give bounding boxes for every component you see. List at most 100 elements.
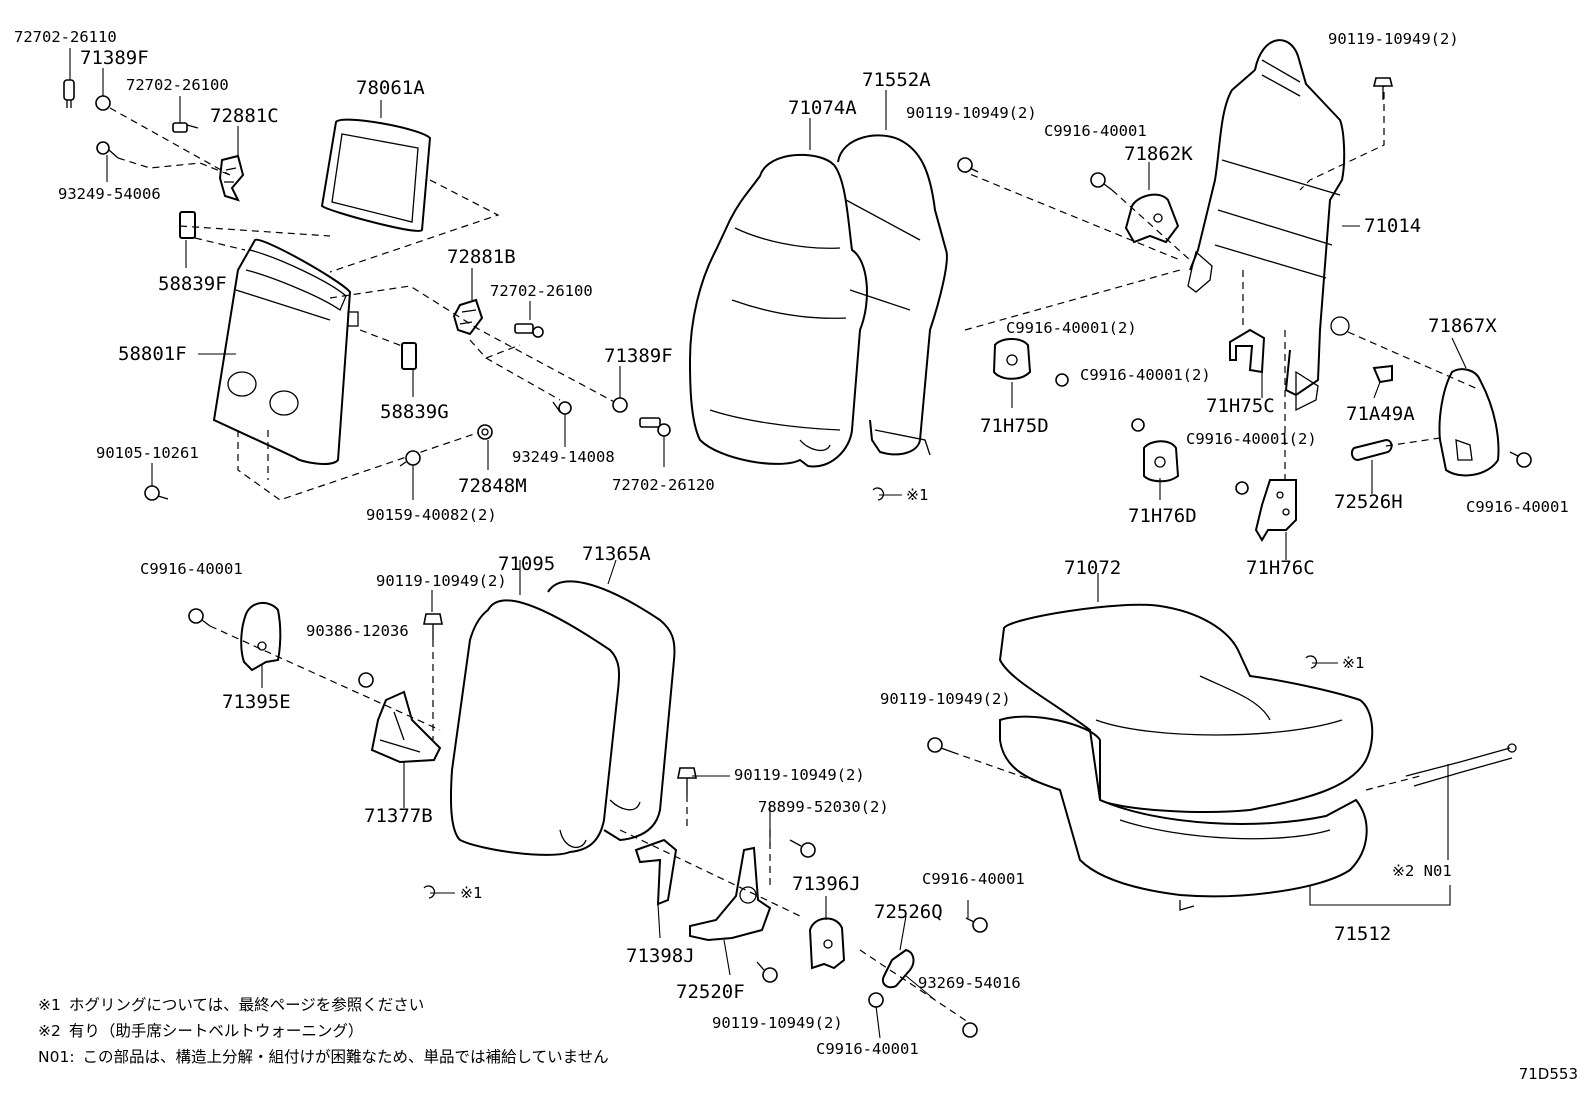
bolt-C9916-2c (1235, 481, 1249, 495)
bolt-C9916-bb (868, 992, 884, 1008)
cushion-pad-71512 (999, 715, 1368, 911)
bolt-93249-14008 (552, 401, 572, 415)
bolt-90119-10949-bb (756, 961, 778, 983)
clip-71A49A (1372, 364, 1393, 384)
bolt-C9916-2b (1131, 418, 1145, 432)
cover-71395E (240, 602, 282, 672)
bolt-93249-54006 (96, 141, 119, 159)
bolt-90119-10949-br (927, 737, 953, 753)
label-71396J: 71396J (792, 873, 861, 895)
label-72520F: 72520F (676, 981, 745, 1003)
hog-ring-marker-1 (872, 487, 902, 501)
footnote-2-mark: ※2 (38, 1022, 61, 1040)
footnote-1-mark: ※1 (38, 996, 61, 1014)
cushion-cover-71072 (998, 603, 1374, 813)
tab-58839G (401, 342, 417, 370)
label-71074A: 71074A (788, 97, 857, 119)
label-ring-3: ※1 (1342, 654, 1364, 672)
label-90119-10949-tr: 90119-10949(2) (1328, 30, 1459, 48)
label-C9916-2b: C9916-40001(2) (1080, 366, 1211, 384)
bolt-90119-10949-top (957, 157, 979, 173)
footnote-1-text: ホグリングについては、最終ページを参照ください (68, 996, 425, 1014)
bracket-71H75C (1229, 328, 1266, 374)
label-71395E: 71395E (222, 691, 291, 713)
label-C9916-bb: C9916-40001 (816, 1040, 919, 1058)
label-C9916-r: C9916-40001 (1466, 498, 1569, 516)
label-93249-14008: 93249-14008 (512, 448, 615, 466)
footnote-2-text: 有り（助手席シートベルトウォーニング） (68, 1022, 364, 1040)
label-C9916-2c: C9916-40001(2) (1186, 430, 1317, 448)
label-72526H: 72526H (1334, 491, 1403, 513)
label-90119-10949-top: 90119-10949(2) (906, 104, 1037, 122)
label-71H76D: 71H76D (1128, 505, 1197, 527)
part-labels: 72702-26110 71389F 72702-26100 72881C 78… (14, 28, 1569, 1058)
bolt-72702-26120 (639, 417, 671, 437)
label-90119-10949-ml: 90119-10949(2) (376, 572, 507, 590)
label-72702-26100-a: 72702-26100 (126, 76, 229, 94)
bracket-72881B (452, 298, 484, 336)
sensor-harness (1405, 743, 1517, 787)
label-71095: 71095 (498, 553, 555, 575)
label-90105-10261: 90105-10261 (96, 444, 199, 462)
cover-71396J (808, 917, 846, 970)
lower-center-group (619, 767, 988, 1038)
bolt-90119-10949-tr (1372, 77, 1394, 100)
label-71H75D: 71H75D (980, 415, 1049, 437)
bolt-90105-10261 (144, 485, 169, 501)
label-C9916-bm: C9916-40001 (922, 870, 1025, 888)
bolt-78899-52030 (789, 839, 816, 858)
label-72881B: 72881B (447, 246, 516, 268)
label-71867X: 71867X (1428, 315, 1497, 337)
bolt-72702-26110 (63, 79, 75, 108)
nut-71389F-b (612, 397, 628, 413)
lower-left-group (188, 580, 676, 899)
bracket-72520F (689, 846, 772, 942)
bolt-C9916-bm (965, 917, 988, 933)
label-58839G: 58839G (380, 401, 449, 423)
label-90119-10949-br: 90119-10949(2) (880, 690, 1011, 708)
lever-72526H (1350, 438, 1393, 462)
label-N01: ※2 N01 (1392, 862, 1452, 880)
label-71072: 71072 (1064, 557, 1121, 579)
label-72526Q: 72526Q (874, 901, 943, 923)
cover-71H75D (992, 338, 1032, 380)
label-71398J: 71398J (626, 945, 695, 967)
label-C9916-2a: C9916-40001(2) (1006, 319, 1137, 337)
footnote-3-mark: N01: (38, 1048, 75, 1066)
label-71H75C: 71H75C (1206, 395, 1275, 417)
footnote-3: N01: この部品は、構造上分解・組付けが困難なため、単品では補給していません (38, 1044, 617, 1070)
bolt-90119-10949-bm (677, 767, 697, 795)
tab-58839F (179, 211, 196, 239)
seatback-frame-group (957, 39, 1532, 542)
leader-lines (69, 48, 1467, 1039)
seatback-58801F (212, 238, 359, 465)
bolt-72702-26100-a (172, 122, 199, 133)
seatback-pad-71552A (837, 134, 948, 456)
bolt-C9916-r (1509, 451, 1532, 468)
seatback-cover-group (688, 134, 948, 501)
label-90386-12036: 90386-12036 (306, 622, 409, 640)
footnote-1: ※1 ホグリングについては、最終ページを参照ください (38, 992, 617, 1018)
footnote-2: ※2 有り（助手席シートベルトウォーニング） (38, 1018, 617, 1044)
bracket-71377B (370, 690, 442, 764)
label-72702-26120: 72702-26120 (612, 476, 715, 494)
bracket-71398J (634, 838, 678, 906)
diagram-code: 71D553 (1518, 1065, 1578, 1083)
label-71365A: 71365A (582, 543, 651, 565)
seatback-cover-71074A (688, 153, 868, 468)
seat-cushion-group (927, 603, 1517, 911)
label-71862K: 71862K (1124, 143, 1193, 165)
label-71014: 71014 (1364, 215, 1421, 237)
label-C9916-top: C9916-40001 (1044, 122, 1147, 140)
label-71H76C: 71H76C (1246, 557, 1315, 579)
label-72848M: 72848M (458, 475, 527, 497)
label-78899-52030: 78899-52030(2) (758, 798, 889, 816)
bolt-C9916-top (1090, 172, 1113, 191)
bolt-72702-26100-b (514, 323, 544, 338)
footnote-3-text: この部品は、構造上分解・組付けが困難なため、単品では補給していません (82, 1048, 609, 1066)
cover-71H76D (1143, 440, 1180, 483)
frame-71014 (1187, 39, 1350, 412)
bolt-93269-54016 (962, 1022, 978, 1038)
seatback-71365A (547, 580, 676, 842)
